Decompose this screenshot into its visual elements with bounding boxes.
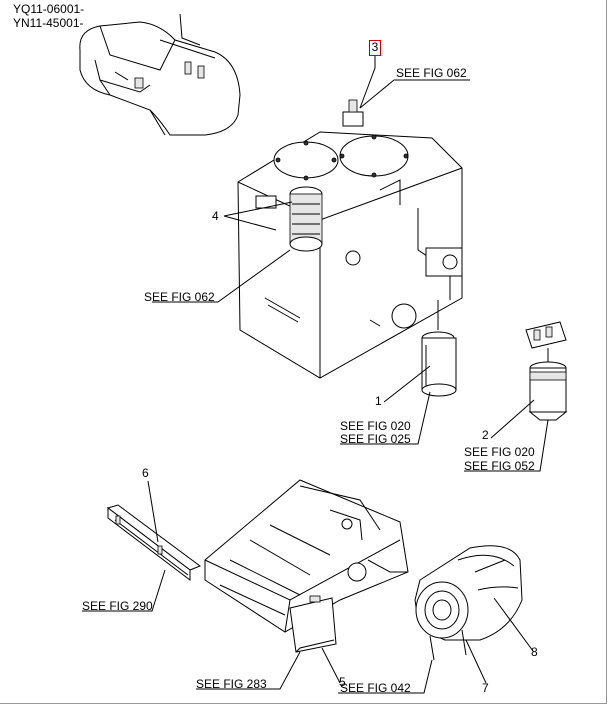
item-4-callout[interactable]: 4: [212, 209, 219, 223]
see-fig-025-link[interactable]: SEE FIG 025: [340, 432, 411, 446]
item-1-callout[interactable]: 1: [375, 394, 382, 408]
item-5-callout[interactable]: 5: [339, 675, 346, 689]
machine-overview-illustration: [79, 13, 241, 136]
serial-range-1: YQ11-06001-: [13, 2, 85, 16]
see-fig-062-left-link[interactable]: SEE FIG 062: [144, 290, 215, 304]
item-6-callout[interactable]: 6: [142, 466, 149, 480]
see-fig-052-link[interactable]: SEE FIG 052: [464, 459, 535, 473]
cooling-package-illustration: [204, 479, 409, 633]
see-fig-290-link[interactable]: SEE FIG 290: [82, 599, 153, 613]
leader-lines: [82, 56, 549, 694]
see-fig-283-link[interactable]: SEE FIG 283: [196, 677, 267, 691]
item-3-callout[interactable]: 3: [369, 40, 381, 56]
filter-item-1-illustration: [421, 300, 457, 397]
item-7-callout[interactable]: 7: [482, 681, 489, 695]
hydraulic-tank-illustration: [237, 99, 463, 379]
see-fig-020-a-link[interactable]: SEE FIG 020: [340, 419, 411, 433]
serial-range-2: YN11-45001-: [13, 16, 84, 30]
see-fig-042-link[interactable]: SEE FIG 042: [340, 681, 411, 695]
filter-item-2-illustration: [525, 321, 568, 421]
cover-item-5-illustration: [289, 595, 337, 653]
item-8-callout[interactable]: 8: [531, 645, 538, 659]
item-2-callout[interactable]: 2: [482, 428, 489, 442]
see-fig-020-b-link[interactable]: SEE FIG 020: [464, 445, 535, 459]
grill-item-6-illustration: [106, 504, 202, 582]
air-cleaner-illustration: [414, 545, 523, 661]
see-fig-062-top-link[interactable]: SEE FIG 062: [396, 66, 467, 80]
